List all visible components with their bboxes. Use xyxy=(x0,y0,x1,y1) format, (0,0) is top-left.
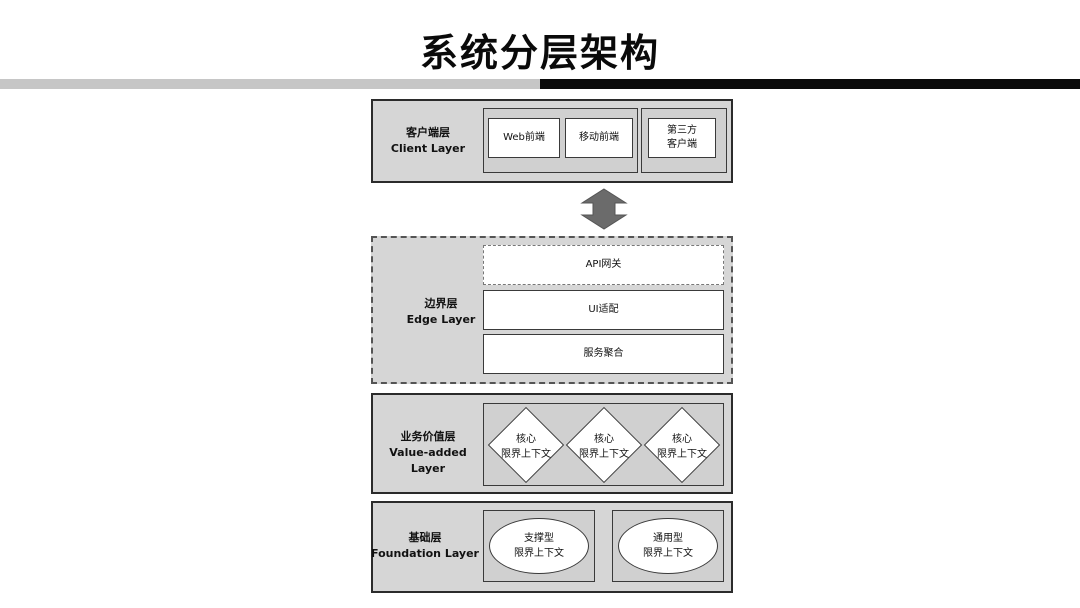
mobile-frontend-label: 移动前端 xyxy=(579,132,619,143)
third-party-client-box: 第三方 客户端 xyxy=(648,118,716,158)
value-added-layer-name-en: Value-added Layer xyxy=(389,446,467,475)
supporting-context-subtitle: 限界上下文 xyxy=(514,548,564,559)
edge-layer-label: 边界层 Edge Layer xyxy=(386,296,496,328)
edge-layer-name-cn: 边界层 xyxy=(424,297,458,310)
value-added-layer-name-cn: 业务价值层 xyxy=(400,430,456,443)
third-party-label-1: 第三方 xyxy=(667,125,697,136)
web-frontend-box: Web前端 xyxy=(488,118,560,158)
client-layer-name-en: Client Layer xyxy=(390,142,466,155)
supporting-context-ellipse: 支撑型 限界上下文 xyxy=(489,518,589,574)
page-title: 系统分层架构 xyxy=(419,31,660,75)
ui-adapter-box: UI适配 xyxy=(483,290,724,330)
api-gateway-label: API网关 xyxy=(585,259,622,270)
core-context-label-2: 核心 限界上下文 xyxy=(569,432,639,462)
supporting-context-title: 支撑型 xyxy=(524,533,554,544)
client-layer-label: 客户端层 Client Layer xyxy=(373,125,483,157)
foundation-layer-label: 基础层 Foundation Layer xyxy=(370,530,480,562)
title-bar-light xyxy=(0,79,540,89)
generic-context-ellipse: 通用型 限界上下文 xyxy=(618,518,718,574)
generic-context-title: 通用型 xyxy=(653,533,683,544)
core-context-title-3: 核心 xyxy=(672,434,692,445)
service-aggregation-label: 服务聚合 xyxy=(583,348,624,359)
core-context-subtitle-2: 限界上下文 xyxy=(579,449,629,460)
edge-layer-name-en: Edge Layer xyxy=(406,313,476,326)
foundation-layer-name-en: Foundation Layer xyxy=(371,547,479,560)
core-context-label-1: 核心 限界上下文 xyxy=(491,432,561,462)
service-aggregation-box: 服务聚合 xyxy=(483,334,724,374)
core-context-label-3: 核心 限界上下文 xyxy=(647,432,717,462)
core-context-title-2: 核心 xyxy=(594,434,614,445)
core-context-subtitle-1: 限界上下文 xyxy=(501,449,551,460)
api-gateway-box: API网关 xyxy=(483,245,724,285)
client-layer-name-cn: 客户端层 xyxy=(406,126,450,139)
double-arrow-vertical-icon xyxy=(580,188,628,230)
core-context-title-1: 核心 xyxy=(516,434,536,445)
mobile-frontend-box: 移动前端 xyxy=(565,118,633,158)
ui-adapter-label: UI适配 xyxy=(588,304,619,315)
generic-context-subtitle: 限界上下文 xyxy=(643,548,693,559)
title-bar-dark xyxy=(540,79,1080,89)
foundation-layer-name-cn: 基础层 xyxy=(408,531,442,544)
third-party-label-2: 客户端 xyxy=(667,139,697,150)
core-context-subtitle-3: 限界上下文 xyxy=(657,449,707,460)
value-added-layer-label: 业务价值层 Value-added Layer xyxy=(373,429,483,477)
web-frontend-label: Web前端 xyxy=(503,132,545,143)
